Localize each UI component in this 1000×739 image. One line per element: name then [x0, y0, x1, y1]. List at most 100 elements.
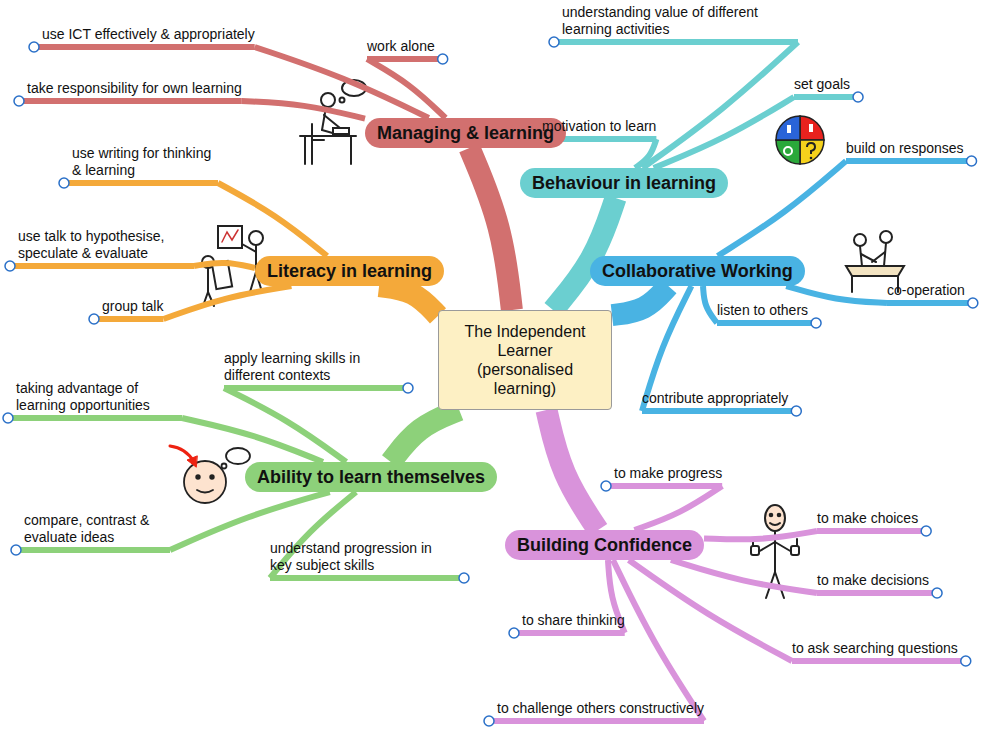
topic-text: take responsibility for own learning [27, 80, 242, 97]
leaf-underline [367, 56, 443, 62]
leaf-topic: contribute appropriately [640, 390, 790, 411]
leaf-topic: listen to others [715, 302, 810, 323]
branch-end-dot [11, 545, 21, 555]
leaf-branch [182, 418, 323, 462]
leaf-topic: take responsibility for own learning [25, 80, 244, 101]
leaf-topic: work alone [365, 38, 437, 59]
branch-end-dot [968, 298, 978, 308]
topic-text: work alone [367, 38, 435, 55]
topic-text: Managing & learning [377, 122, 554, 144]
leaf-topic: motivation to learn [540, 118, 658, 139]
branch-end-dot [403, 383, 413, 393]
leaf-branch [703, 286, 717, 323]
leaf-underline [606, 483, 722, 489]
branch-end-dot [601, 481, 611, 491]
branch-band: Literacy in learning [255, 256, 444, 286]
topic-text: understanding value of different learnin… [562, 4, 798, 38]
leaf-topic: to challenge others constructively [495, 700, 706, 721]
leaf-underline [224, 385, 408, 391]
leaf-topic: co-operation [885, 282, 967, 303]
main-branch [379, 286, 438, 316]
leaf-branch [654, 97, 794, 168]
main-branch [553, 198, 616, 310]
leaf-topic: group talk [100, 298, 165, 319]
leaf-underline [817, 528, 926, 534]
leaf-underline [16, 547, 170, 553]
topic-text: compare, contrast & evaluate ideas [24, 512, 170, 546]
topic-text: build on responses [846, 140, 964, 157]
leaf-underline [642, 408, 796, 414]
leaf-underline [489, 718, 704, 724]
leaf-branch [163, 286, 291, 319]
central-topic: The Independent Learner (personalised le… [438, 310, 612, 410]
topic-text: co-operation [887, 282, 965, 299]
topic-text: The Independent Learner (personalised le… [449, 322, 601, 398]
leaf-underline [19, 98, 242, 104]
topic-text: taking advantage of learning opportuniti… [16, 380, 182, 414]
topic-text: to ask searching questions [792, 640, 958, 657]
branch-end-dot [791, 406, 801, 416]
leaf-underline [10, 263, 194, 269]
leaf-underline [64, 180, 218, 186]
branch-end-dot [961, 656, 971, 666]
topic-text: Behaviour in learning [532, 172, 716, 194]
branch-end-dot [853, 92, 863, 102]
leaf-topic: compare, contrast & evaluate ideas [22, 512, 172, 550]
leaf-branch [218, 183, 327, 256]
topic-text: understand progression in key subject sk… [270, 540, 456, 574]
leaf-underline [794, 94, 858, 100]
branch-end-dot [921, 526, 931, 536]
leaf-topic: to ask searching questions [790, 640, 960, 661]
branch-end-dot [89, 314, 99, 324]
leaf-topic: use talk to hypothesise, speculate & eva… [16, 228, 196, 266]
branch-end-dot [3, 413, 13, 423]
branch-end-dot [59, 178, 69, 188]
branch-end-dot [459, 573, 469, 583]
leaf-branch [194, 263, 255, 268]
leaf-topic: understanding value of different learnin… [560, 4, 800, 42]
leaf-topic: to share thinking [520, 612, 627, 633]
leaf-underline [94, 316, 163, 322]
leaf-branch [613, 560, 704, 721]
topic-text: group talk [102, 298, 163, 315]
branch-end-dot [5, 261, 15, 271]
leaf-underline [34, 44, 255, 50]
leaf-branch [635, 139, 656, 168]
branch-band: Ability to learn themselves [245, 462, 497, 492]
leaf-underline [270, 575, 464, 581]
branch-end-dot [438, 54, 448, 64]
leaf-topic: build on responses [844, 140, 966, 161]
main-branch [612, 286, 668, 315]
main-branch [546, 410, 598, 530]
leaf-branch [718, 161, 846, 256]
leaf-underline [887, 300, 973, 306]
topic-text: use ICT effectively & appropriately [42, 26, 255, 43]
topic-text: Collaborative Working [602, 260, 793, 282]
branch-band: Behaviour in learning [520, 168, 728, 198]
topic-text: use writing for thinking & learning [72, 145, 218, 179]
branch-end-dot [811, 318, 821, 328]
leaf-branch [634, 486, 722, 530]
branch-end-dot [484, 716, 494, 726]
branch-end-dot [14, 96, 24, 106]
branch-band: Building Confidence [505, 530, 704, 560]
main-branch [469, 148, 511, 310]
leaf-branch [671, 560, 817, 593]
desk-figure-icon [300, 80, 366, 164]
topic-text: to make decisions [817, 572, 929, 589]
topic-text: use talk to hypothesise, speculate & eva… [18, 228, 194, 262]
leaf-underline [792, 658, 966, 664]
topic-text: Building Confidence [517, 534, 692, 556]
leaf-topic: use ICT effectively & appropriately [40, 26, 257, 47]
branch-end-dot [967, 156, 977, 166]
leaf-topic: to make progress [612, 465, 724, 486]
leaf-underline [717, 320, 816, 326]
branch-band: Collaborative Working [590, 256, 805, 286]
topic-text: motivation to learn [542, 118, 656, 135]
main-branch [391, 410, 459, 462]
leaf-branch [224, 388, 346, 462]
topic-text: Literacy in learning [267, 260, 432, 282]
leaf-topic: to make choices [815, 510, 920, 531]
